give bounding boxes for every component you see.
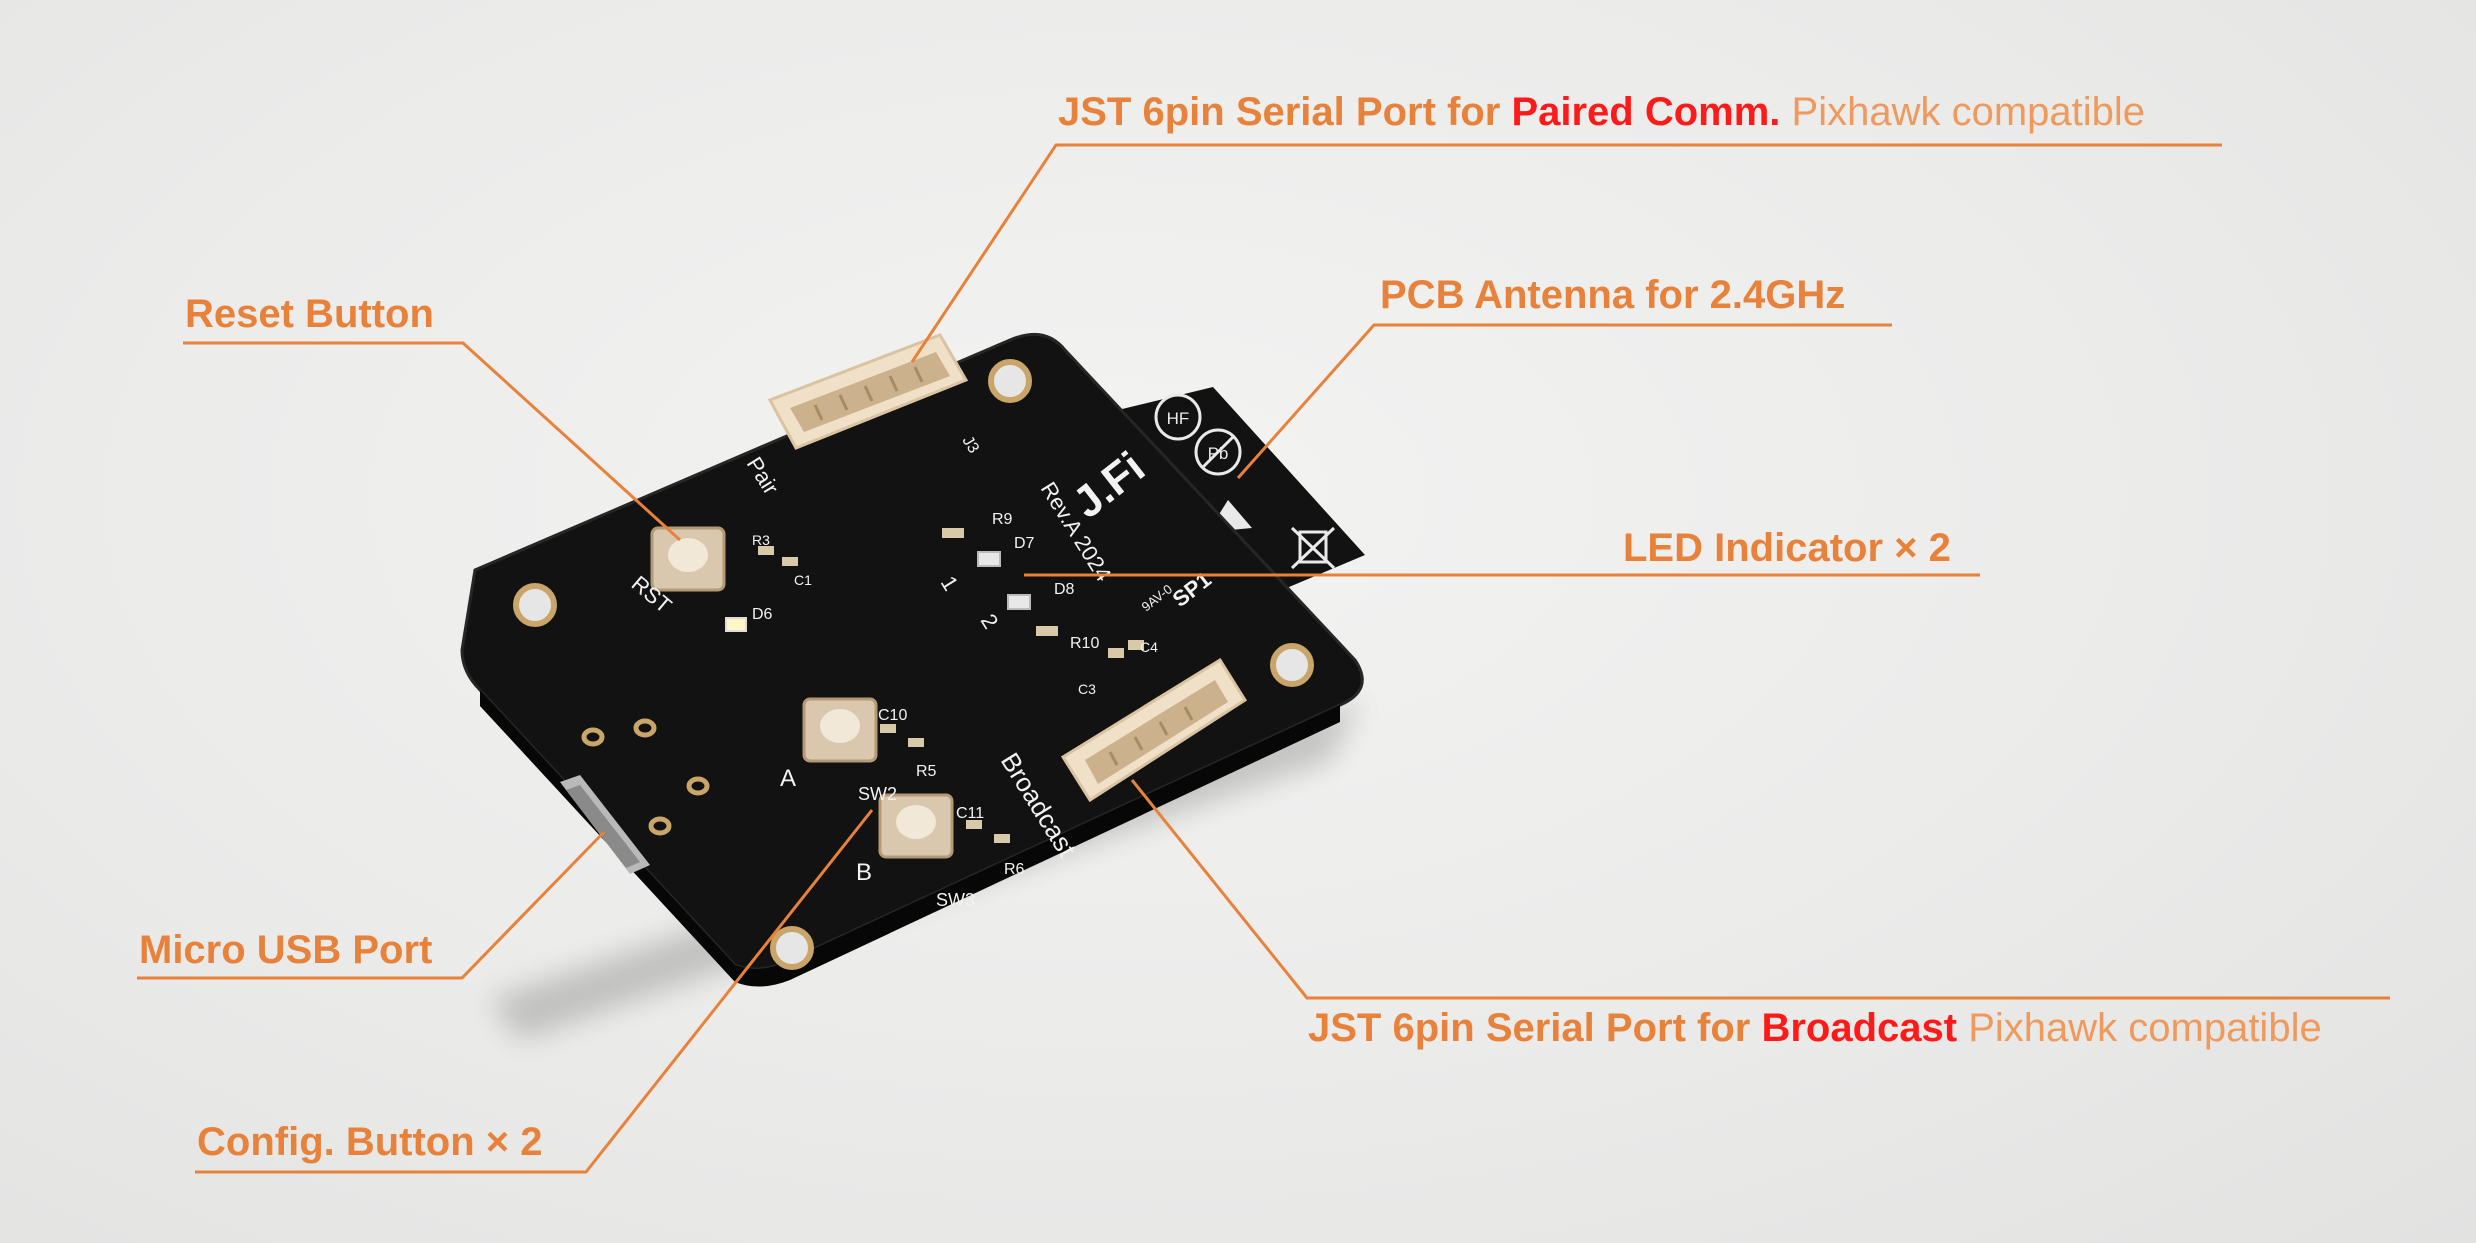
mounting-hole-icon [1270,643,1314,687]
led-d8 [1007,594,1031,610]
smd-components [758,528,1144,843]
silk-sw3: SW3 [936,890,975,910]
silk-sw-b: B [856,859,872,886]
hf-mark: HF [1167,409,1190,428]
leader-broadcast-port [1130,779,2390,1000]
callout-config: Config. Button × 2 [197,1120,543,1164]
silk-r5: R5 [916,763,937,780]
callout-paired-port: JST 6pin Serial Port for Paired Comm. Pi… [1058,92,2145,132]
reset-button [650,526,726,592]
gold-pads [581,718,710,836]
silk-c1: C1 [794,572,812,588]
callout-reset: Reset Button [185,292,434,336]
silk-r6: R6 [1004,861,1025,878]
silk-r3: R3 [752,532,770,548]
config-button-b [878,793,954,859]
mounting-hole-icon [770,926,814,970]
jst-broadcast-connector [1060,657,1248,803]
callout-paired-port-prefix: JST 6pin Serial Port for [1058,90,1501,134]
callout-broadcast-port-suffix: Pixhawk compatible [1968,1006,2322,1050]
silk-r10: R10 [1070,635,1099,652]
silk-d7: D7 [1014,535,1035,552]
mounting-hole-icon [513,583,557,627]
mounting-hole-icon [988,359,1032,403]
silk-c4: C4 [1140,639,1158,655]
micro-usb-port [560,775,650,874]
callout-paired-port-suffix: Pixhawk compatible [1791,90,2146,134]
leader-paired-port [910,143,2222,363]
hf-mark-icon [1154,393,1202,441]
callout-led: LED Indicator × 2 [1623,526,1951,570]
silk-r9: R9 [992,511,1013,528]
leader-config [195,809,874,1174]
led-d6 [725,617,747,632]
silk-d6: D6 [752,606,773,623]
jst-paired-connector [767,333,969,450]
silk-c11: C11 [956,805,984,822]
silk-c10: C10 [878,707,907,724]
pb-free-mark-icon [1194,428,1242,476]
leader-reset [183,341,682,542]
pb-slash-icon [1201,435,1235,469]
callout-broadcast-port-prefix: JST 6pin Serial Port for [1308,1006,1751,1050]
silk-sw-a: A [780,765,796,792]
silk-c3: C3 [1078,681,1096,697]
callout-broadcast-port: JST 6pin Serial Port for Broadcast Pixha… [1308,1008,2322,1048]
main-board: J.Fi Rev.A 2024 Pair J3 RST D6 R3 C1 R9 … [460,332,1364,987]
silk-d8: D8 [1054,581,1075,598]
callout-paired-port-highlight: Paired Comm. [1511,90,1781,134]
silk-sw2: SW2 [858,784,897,804]
callout-antenna: PCB Antenna for 2.4GHz [1380,273,1846,317]
leader-antenna [1236,323,1892,479]
config-button-a [802,697,878,763]
led-d7 [977,551,1001,567]
pcb-antenna: HF Pb [1118,387,1365,595]
leader-usb [137,830,606,980]
weee-bin-icon [1290,526,1336,570]
callout-broadcast-port-highlight: Broadcast [1761,1006,1958,1050]
silk-j3: J3 [959,433,982,456]
callout-usb: Micro USB Port [139,928,433,972]
